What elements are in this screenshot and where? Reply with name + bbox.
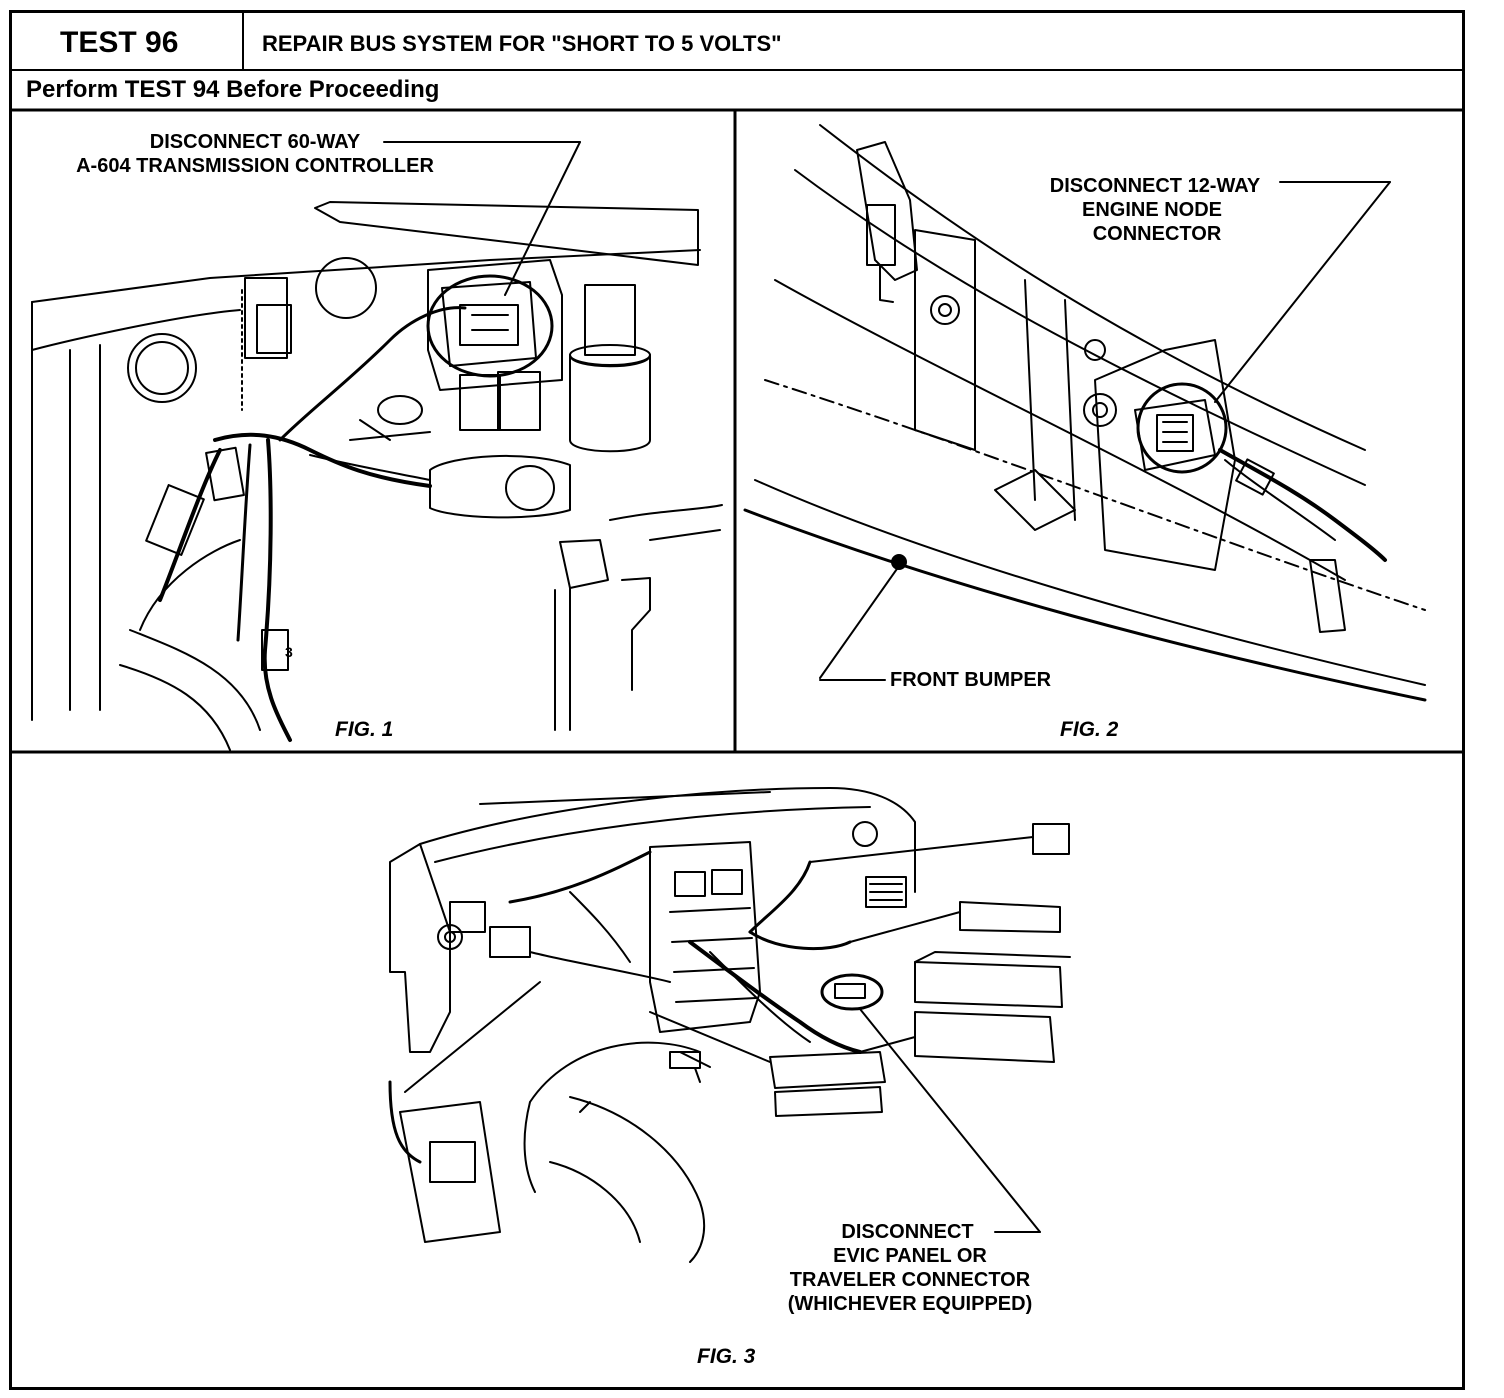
fig3-callout-line3: TRAVELER CONNECTOR <box>789 1269 1031 1291</box>
fig1-mark: 3 <box>285 644 293 660</box>
fig3-caption: FIG. 3 <box>697 1345 756 1368</box>
fig2-callout-line1: DISCONNECT 12-WAY <box>1049 175 1261 197</box>
fig1-caption: FIG. 1 <box>335 718 394 741</box>
fig3-callout-line4: (WHICHEVER EQUIPPED) <box>787 1293 1033 1315</box>
fig1-callout-line2: A-604 TRANSMISSION CONTROLLER <box>76 155 434 177</box>
test-id: TEST 96 <box>60 26 179 59</box>
fig2-callout-line2: ENGINE NODE <box>1081 199 1223 221</box>
fig2-caption: FIG. 2 <box>1060 718 1119 741</box>
fig2-illustration <box>735 110 1465 752</box>
fig1-illustration <box>10 110 735 752</box>
page-subtitle: Perform TEST 94 Before Proceeding <box>26 76 440 103</box>
fig2-bumper-label: FRONT BUMPER <box>890 669 1052 691</box>
fig3-callout-line1: DISCONNECT <box>841 1221 974 1243</box>
fig1-callout-line1: DISCONNECT 60-WAY <box>149 131 361 153</box>
page-frame <box>9 10 1465 1390</box>
page-title: REPAIR BUS SYSTEM FOR "SHORT TO 5 VOLTS" <box>262 31 782 56</box>
fig2-callout-line3: CONNECTOR <box>1092 223 1222 245</box>
fig3-illustration <box>10 752 1465 1390</box>
fig3-callout-line2: EVIC PANEL OR <box>833 1245 987 1267</box>
